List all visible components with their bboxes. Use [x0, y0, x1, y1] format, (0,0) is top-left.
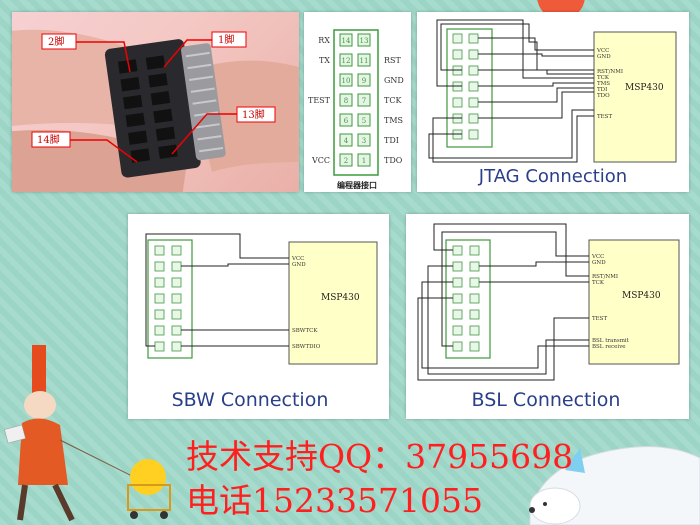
- bsl-pin-rst: RST/NMI: [592, 274, 618, 280]
- pin-num-l-5: 4: [344, 137, 349, 145]
- sbw-pin-sbwtck: SBWTCK: [292, 328, 318, 334]
- sbw-title: SBW Connection: [172, 389, 329, 411]
- label-pin2: 2脚: [48, 35, 64, 48]
- jtag-pin-tms: TMS: [597, 81, 610, 87]
- pin-label-tdi: TDI: [384, 136, 399, 145]
- pin-label-tx: TX: [319, 56, 330, 65]
- phone-text: 电话15233571055: [186, 481, 483, 520]
- sbw-panel: VCC GND SBWTCK SBWTDIO MSP430 SBW Connec…: [128, 214, 389, 419]
- bsl-pin-test: TEST: [592, 316, 607, 322]
- pin-num-l-2: 10: [342, 77, 351, 85]
- pin-label-gnd: GND: [384, 76, 404, 85]
- bsl-chip-label: MSP430: [622, 291, 661, 301]
- jtag-title: JTAG Connection: [478, 166, 627, 187]
- pin-label-tdo: TDO: [384, 156, 403, 165]
- bsl-pin-transmit: BSL transmit: [592, 338, 630, 344]
- connector-photo: 2脚 1脚 13脚 14脚: [12, 12, 299, 192]
- jtag-pin-test: TEST: [597, 114, 612, 120]
- pin-num-r-2: 9: [362, 77, 366, 85]
- jtag-pin-vcc: VCC: [596, 48, 609, 54]
- pin-label-rst: RST: [384, 56, 402, 65]
- pin-num-r-4: 5: [362, 117, 366, 125]
- pin-num-l-4: 6: [344, 117, 349, 125]
- decor-girl-illustration: [4, 345, 171, 522]
- sbw-pin-gnd: GND: [292, 262, 306, 268]
- pin-num-l-6: 2: [344, 157, 348, 165]
- pin-num-r-3: 7: [362, 97, 366, 105]
- pinout-caption: 编程器接口: [337, 180, 377, 190]
- pin-label-vcc: VCC: [311, 156, 330, 165]
- jtag-pin-tck: TCK: [597, 75, 610, 81]
- pin-num-l-0: 14: [342, 37, 351, 45]
- bsl-pin-tck: TCK: [592, 280, 605, 286]
- jtag-panel: VCC GND RST/NMI TCK TMS TDI TDO TEST MSP…: [417, 12, 689, 192]
- pin-num-r-6: 1: [362, 157, 366, 165]
- pin-label-rx: RX: [318, 36, 330, 45]
- pin-num-r-0: 13: [360, 37, 369, 45]
- bsl-title: BSL Connection: [472, 389, 621, 411]
- label-pin1: 1脚: [218, 33, 234, 46]
- pin-label-tms: TMS: [384, 116, 403, 125]
- pin-label-test: TEST: [308, 96, 331, 105]
- pin-label-tck: TCK: [384, 96, 402, 105]
- sbw-pin-vcc: VCC: [291, 256, 304, 262]
- jtag-chip-label: MSP430: [625, 83, 664, 93]
- pin-num-r-5: 3: [362, 137, 366, 145]
- sbw-chip-label: MSP430: [321, 293, 360, 303]
- pinout-panel: 14 12 10 8 6 4 2 13 11 9 7 5 3 1 RX TX T…: [304, 12, 411, 192]
- bsl-pin-vcc: VCC: [591, 254, 604, 260]
- label-pin14: 14脚: [37, 133, 60, 146]
- jtag-pin-tdi: TDI: [597, 87, 607, 93]
- label-pin13: 13脚: [242, 108, 265, 121]
- jtag-pin-gnd: GND: [597, 54, 611, 60]
- pin-num-l-1: 12: [342, 57, 351, 65]
- jtag-pin-rst: RST/NMI: [597, 69, 623, 75]
- bsl-pin-receive: BSL receive: [592, 344, 626, 350]
- jtag-pin-tdo: TDO: [597, 93, 610, 99]
- support-qq-text: 技术支持QQ：37955698: [186, 437, 574, 476]
- decor-polar-bear: [529, 446, 700, 525]
- pin-num-l-3: 8: [344, 97, 348, 105]
- bsl-pin-gnd: GND: [592, 260, 606, 266]
- bsl-panel: VCC GND RST/NMI TCK TEST BSL transmit BS…: [406, 214, 689, 419]
- pin-num-r-1: 11: [360, 57, 369, 65]
- sbw-pin-sbwtdio: SBWTDIO: [292, 344, 321, 350]
